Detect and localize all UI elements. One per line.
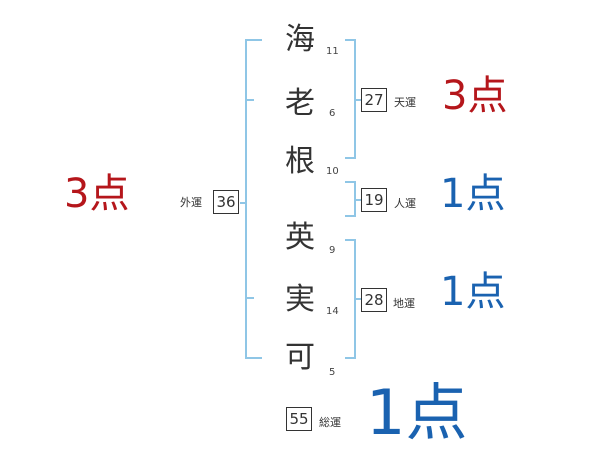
gaiun-score: 3点 [64, 171, 130, 217]
gaiun-value-box: 36 [213, 190, 239, 214]
tenun-label: 天運 [394, 96, 416, 109]
stroke-count-5: 14 [326, 306, 339, 317]
stroke-count-4: 9 [329, 245, 336, 256]
name-char-6: 可 [285, 340, 315, 375]
souun-label: 総運 [319, 416, 341, 429]
name-char-5: 実 [285, 282, 315, 317]
jinun-value-box: 19 [361, 188, 387, 212]
tenun-bracket [345, 39, 356, 159]
souun-score: 1点 [366, 376, 468, 449]
chiun-score: 1点 [440, 269, 506, 315]
gaiun-label: 外運 [180, 196, 202, 209]
chiun-bracket [345, 239, 356, 359]
stroke-count-2: 6 [329, 108, 336, 119]
chiun-value-box: 28 [361, 288, 387, 312]
name-char-2: 老 [285, 86, 315, 121]
jinun-bracket [345, 181, 356, 217]
stroke-count-6: 5 [329, 367, 336, 378]
gaiun-bracket [245, 39, 262, 359]
tenun-value-box: 27 [361, 88, 387, 112]
name-char-3: 根 [285, 144, 315, 179]
souun-value-box: 55 [286, 407, 312, 431]
tenun-score: 3点 [442, 73, 508, 119]
stroke-count-1: 11 [326, 46, 339, 57]
chiun-label: 地運 [393, 297, 415, 310]
stroke-count-3: 10 [326, 166, 339, 177]
jinun-label: 人運 [394, 197, 416, 210]
name-char-1: 海 [285, 22, 315, 57]
name-char-4: 英 [285, 220, 315, 255]
jinun-score: 1点 [440, 171, 506, 217]
